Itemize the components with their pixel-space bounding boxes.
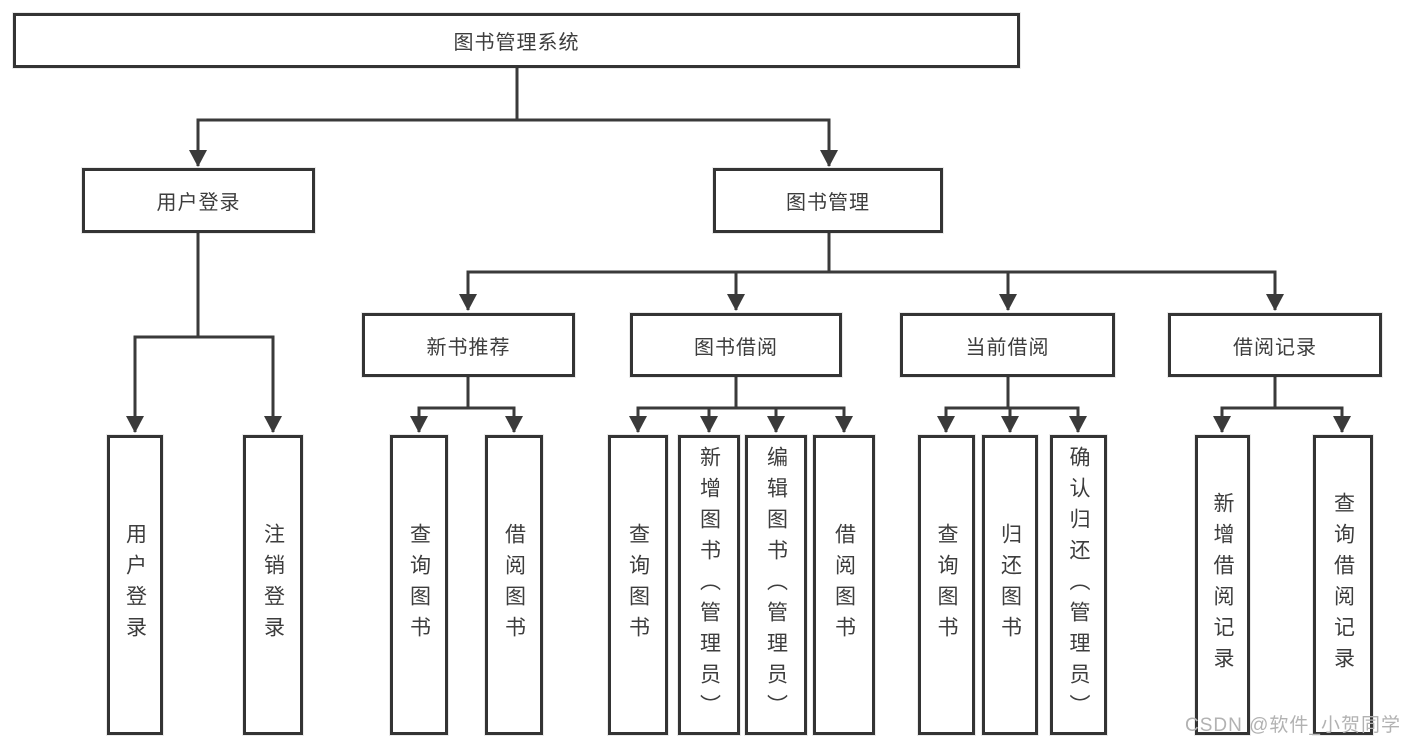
leaf-label: 查询图书 xyxy=(935,523,958,647)
node-borrowing-records: 借阅记录 xyxy=(1168,313,1382,377)
node-new-book-recommendation: 新书推荐 xyxy=(362,313,575,377)
node-user-login: 用户登录 xyxy=(82,168,315,233)
leaf-add-book-admin: 新增图书（管理员） xyxy=(678,435,740,735)
leaf-label: 注销登录 xyxy=(261,523,285,647)
leaf-query-books-recommendation: 查询图书 xyxy=(390,435,448,735)
node-label: 图书管理系统 xyxy=(453,32,580,54)
node-label: 当前借阅 xyxy=(965,336,1050,359)
leaf-return-books: 归还图书 xyxy=(982,435,1038,735)
node-label: 图书借阅 xyxy=(694,336,778,359)
leaf-label: 借阅图书 xyxy=(832,523,856,647)
leaf-add-borrow-record: 新增借阅记录 xyxy=(1195,435,1250,735)
csdn-watermark: CSDN @软件_小贺同学 xyxy=(1185,715,1401,736)
tree-arrows xyxy=(126,120,1351,433)
node-book-borrowing: 图书借阅 xyxy=(630,313,842,377)
leaf-label: 确认归还（管理员） xyxy=(1067,445,1090,725)
node-label: 新书推荐 xyxy=(426,336,511,359)
leaf-edit-book-admin: 编辑图书（管理员） xyxy=(745,435,807,735)
leaf-label: 借阅图书 xyxy=(502,523,526,647)
leaf-label: 新增借阅记录 xyxy=(1211,492,1234,678)
leaf-borrow-books-recommendation: 借阅图书 xyxy=(485,435,543,735)
leaf-query-books-current: 查询图书 xyxy=(918,435,975,735)
leaf-label: 新增图书（管理员） xyxy=(697,445,721,725)
leaf-label: 查询图书 xyxy=(626,523,650,647)
leaf-label: 查询图书 xyxy=(407,523,431,647)
leaf-query-borrow-record: 查询借阅记录 xyxy=(1313,435,1373,735)
leaf-confirm-return-admin: 确认归还（管理员） xyxy=(1050,435,1107,735)
leaf-label: 编辑图书（管理员） xyxy=(764,445,788,725)
node-label: 借阅记录 xyxy=(1233,336,1317,359)
node-book-management: 图书管理 xyxy=(713,168,943,233)
leaf-logout: 注销登录 xyxy=(243,435,303,735)
leaf-borrow-books-borrowing: 借阅图书 xyxy=(813,435,875,735)
node-library-management-system: 图书管理系统 xyxy=(13,13,1020,68)
node-label: 图书管理 xyxy=(786,192,870,214)
node-current-borrowing: 当前借阅 xyxy=(900,313,1115,377)
leaf-label: 查询借阅记录 xyxy=(1331,492,1355,678)
leaf-user-login: 用户登录 xyxy=(107,435,163,735)
leaf-label: 归还图书 xyxy=(998,523,1022,647)
node-label: 用户登录 xyxy=(156,192,241,214)
leaf-query-books-borrowing: 查询图书 xyxy=(608,435,668,735)
leaf-label: 用户登录 xyxy=(123,523,147,647)
